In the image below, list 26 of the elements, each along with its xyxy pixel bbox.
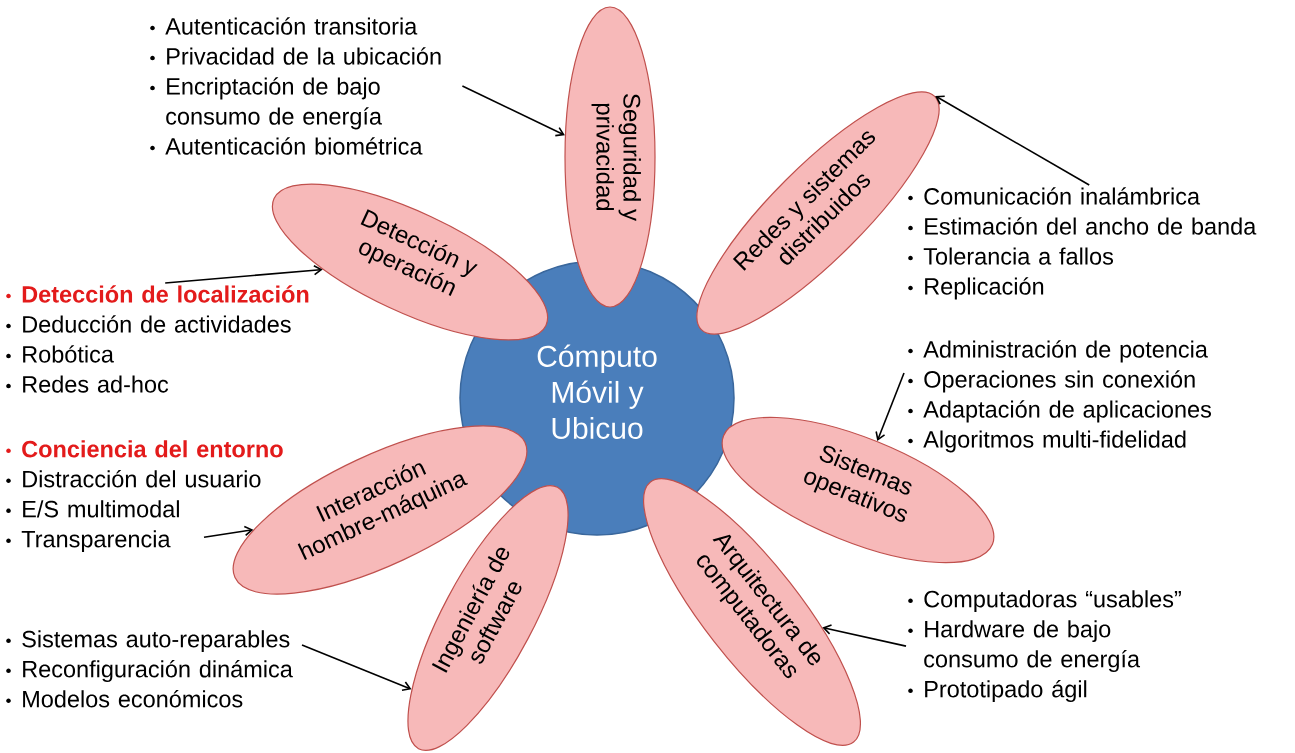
node-label: Autenticación transitoria bbox=[165, 17, 418, 35]
node-label: Encriptación de bajo consumo de energía bbox=[166, 77, 383, 130]
bullet-list: Sistemas auto-reparables Reconfiguración dinámica Modelos económicos bbox=[6, 630, 293, 708]
arrow bbox=[935, 95, 1090, 186]
node-label: Computadoras “usables” bbox=[924, 590, 1181, 613]
node-label: Modelos económicos bbox=[23, 689, 243, 708]
node-label: Operaciones sin conexión bbox=[924, 370, 1195, 393]
bullet-list: Autenticación transitoria Privacidad de la ubicación Encriptación de bajo consumo de energía Autenticación biométrica bbox=[150, 17, 441, 155]
arrow bbox=[461, 85, 565, 137]
node-label: Robótica bbox=[23, 345, 114, 363]
bullet-list: Computadoras “usables” Hardware de bajo consumo de energía Prototipado ágil bbox=[908, 590, 1181, 703]
node-label: Hardware de bajo consumo de energía bbox=[924, 620, 1141, 673]
node-label: E/S multimodal bbox=[23, 500, 179, 518]
node-label: Prototipado ágil bbox=[925, 679, 1087, 703]
node-label: Administración de potencia bbox=[923, 340, 1208, 363]
node-label: Privacidad de la ubicación bbox=[167, 47, 441, 65]
node-label: Reconfiguración dinámica bbox=[23, 659, 293, 683]
node-label: Transparencia bbox=[21, 530, 171, 553]
arrow bbox=[875, 372, 905, 442]
arrow bbox=[301, 644, 412, 692]
arrow bbox=[822, 624, 907, 647]
arrow bbox=[203, 525, 254, 539]
node-label: Redes ad-hoc bbox=[23, 375, 169, 393]
node-label: Autenticación biométrica bbox=[165, 137, 423, 155]
arrow bbox=[164, 264, 323, 284]
node-label: Sistemas auto-reparables bbox=[22, 630, 290, 653]
